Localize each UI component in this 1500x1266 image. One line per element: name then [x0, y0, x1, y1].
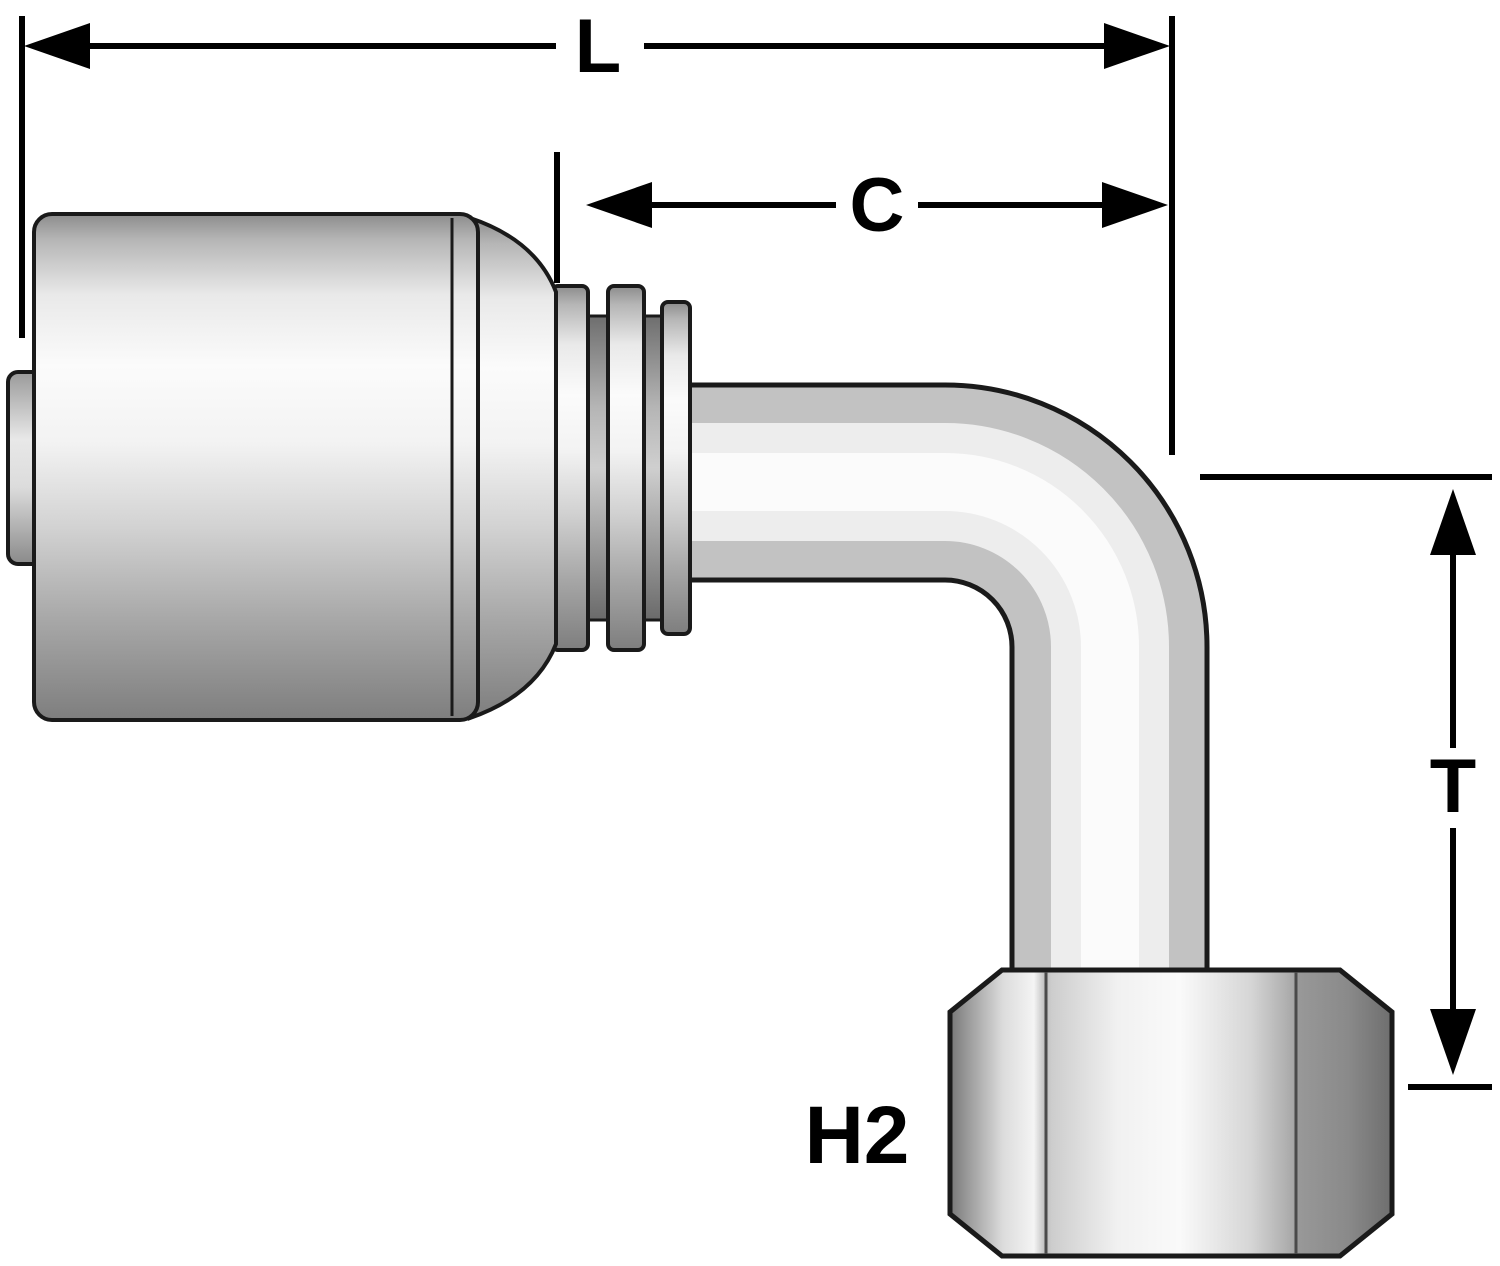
hex-nut [947, 967, 1395, 1259]
tube-highlight-core [682, 453, 1139, 978]
dim-c [554, 152, 1168, 283]
collar [468, 215, 558, 721]
thread-ribs [550, 284, 692, 652]
thread-rib-3 [660, 300, 692, 636]
dim-l-label: L [575, 4, 621, 89]
dim-t [1200, 474, 1492, 1090]
dim-c-arrow-left [586, 182, 652, 228]
hex-nut-body [947, 967, 1395, 1259]
dim-t-label: T [1430, 744, 1476, 829]
dim-l-arrow-right [1104, 23, 1170, 69]
ferrule-body [32, 212, 480, 722]
dim-l-arrow-left [24, 23, 90, 69]
thread-rib-2 [606, 284, 646, 652]
dim-l [19, 16, 1175, 455]
elbow-tube-outline [679, 382, 1210, 981]
dim-t-arrow-up [1430, 489, 1476, 555]
dim-c-label: C [850, 163, 905, 248]
ferrule [32, 212, 480, 722]
dim-t-arrow-down [1430, 1009, 1476, 1075]
dim-c-arrow-right [1102, 182, 1168, 228]
part-label: H2 [805, 1090, 910, 1181]
elbow-tube [679, 382, 1210, 981]
